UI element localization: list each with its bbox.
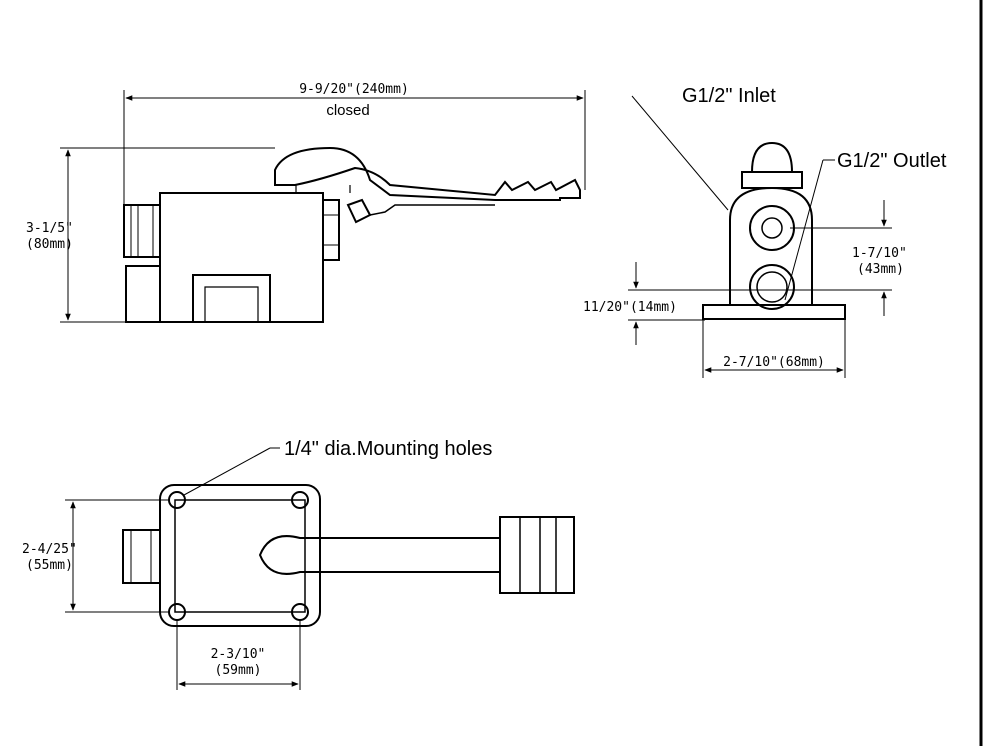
height-label-in: 3-1/5" (26, 221, 73, 236)
left-fitting (123, 204, 161, 258)
top-pedal (499, 516, 575, 594)
outlet-port (749, 205, 795, 251)
side-view (123, 146, 581, 323)
top-left-fitting (122, 529, 161, 584)
end-view (702, 141, 846, 320)
base-width-label: 2-7/10"(68mm) (723, 355, 825, 370)
top-lever (258, 535, 501, 575)
end-cap (750, 141, 794, 173)
hole-spacing-y-mm: (55mm) (26, 558, 73, 573)
side-dimensions (60, 90, 586, 323)
base-cutout (192, 274, 271, 322)
top-view (122, 484, 575, 627)
mounting-holes-label: 1/4" dia.Mounting holes (284, 438, 492, 460)
port-spacing-in: 1-7/10" (852, 246, 907, 261)
hole-spacing-y-in: 2-4/25" (22, 542, 77, 557)
overall-length-label: 9-9/20"(240mm) (299, 82, 409, 97)
hole-spacing-x-mm: (59mm) (215, 663, 262, 678)
valve-body (159, 192, 324, 323)
outlet-label: G1/2" Outlet (837, 150, 947, 172)
mounting-hole-tr (291, 491, 309, 509)
inlet-label: G1/2" Inlet (682, 85, 776, 107)
top-dimensions (65, 447, 301, 690)
outlet-leader (784, 159, 824, 301)
hole-spacing-x-in: 2-3/10" (211, 647, 266, 662)
top-body (174, 499, 306, 613)
pedal-lever (274, 146, 581, 201)
height-label-mm: (80mm) (26, 237, 73, 252)
port-spacing-mm: (43mm) (857, 262, 904, 277)
closed-label: closed (326, 102, 369, 119)
end-base-plate (702, 304, 846, 320)
right-fitting (322, 199, 340, 261)
spring-knob (346, 198, 372, 224)
base-offset-label: 11/20"(14mm) (583, 300, 677, 315)
inlet-leader (631, 95, 729, 211)
inlet-port (749, 264, 795, 310)
end-dimensions (628, 95, 892, 378)
